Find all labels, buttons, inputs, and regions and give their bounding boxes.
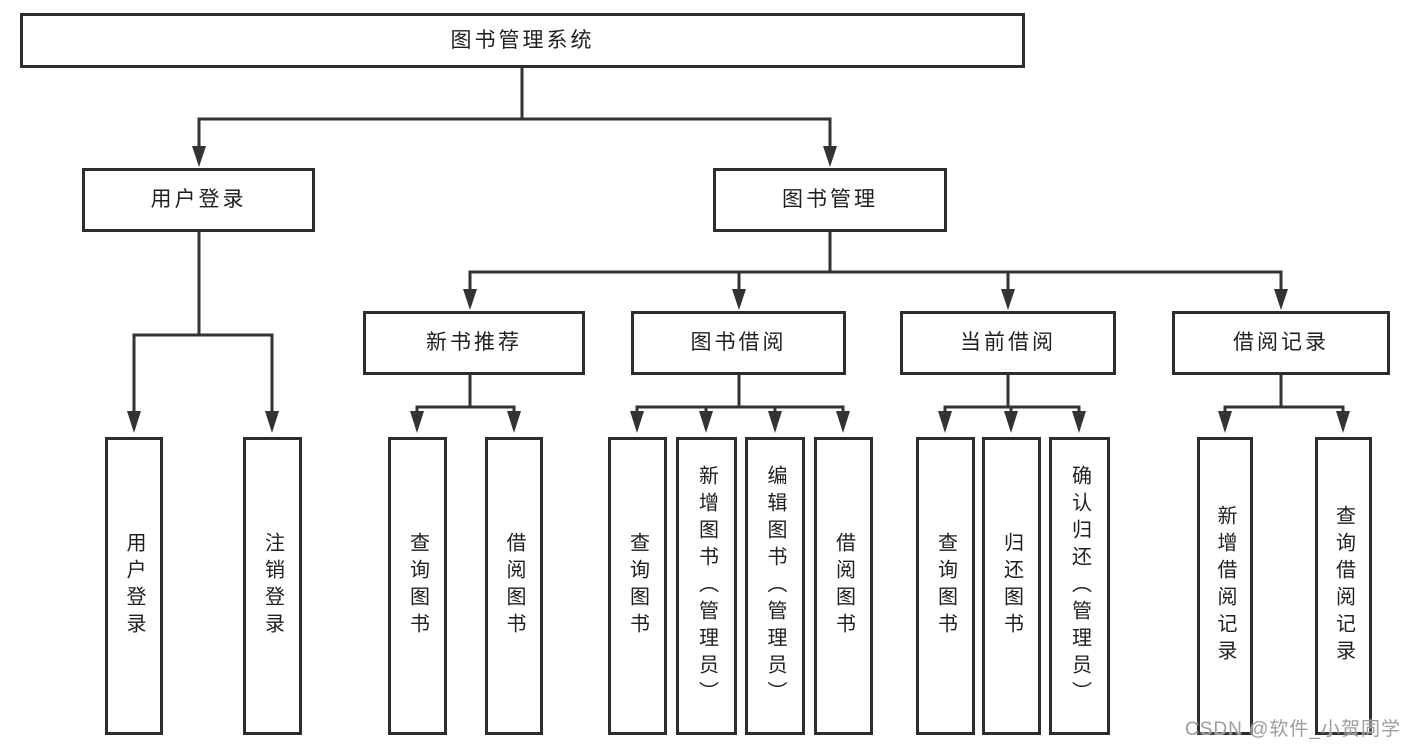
leaf-add-borrow-record: 新增借阅记录 bbox=[1197, 437, 1253, 735]
leaf-query-books-current: 查询图书 bbox=[916, 437, 975, 735]
leaf-confirm-return-admin: 确认归还（管理员） bbox=[1049, 437, 1110, 735]
leaf-edit-book-admin: 编辑图书（管理员） bbox=[745, 437, 805, 735]
node-borrowing-records: 借阅记录 bbox=[1172, 311, 1390, 375]
leaf-return-book: 归还图书 bbox=[982, 437, 1041, 735]
leaf-query-books-recommend: 查询图书 bbox=[388, 437, 447, 735]
leaf-logout: 注销登录 bbox=[243, 437, 302, 735]
leaf-query-books-borrowing: 查询图书 bbox=[608, 437, 667, 735]
node-book-management: 图书管理 bbox=[713, 168, 947, 232]
node-current-borrowing: 当前借阅 bbox=[900, 311, 1116, 375]
node-library-management-system: 图书管理系统 bbox=[20, 13, 1025, 68]
node-new-book-recommendation: 新书推荐 bbox=[363, 311, 585, 375]
node-book-borrowing: 图书借阅 bbox=[631, 311, 846, 375]
csdn-watermark: CSDN @软件_小贺同学 bbox=[1185, 719, 1401, 740]
leaf-add-book-admin: 新增图书（管理员） bbox=[676, 437, 737, 735]
leaf-query-borrow-record: 查询借阅记录 bbox=[1315, 437, 1372, 735]
leaf-user-login: 用户登录 bbox=[105, 437, 163, 735]
leaf-borrow-books: 借阅图书 bbox=[814, 437, 873, 735]
node-user-login: 用户登录 bbox=[82, 168, 315, 232]
leaf-borrow-books-recommend: 借阅图书 bbox=[485, 437, 543, 735]
